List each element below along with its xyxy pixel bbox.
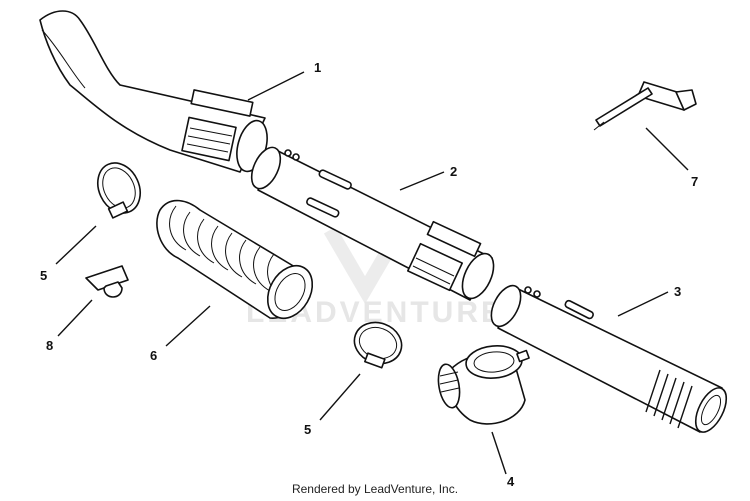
callout-6: 6 bbox=[150, 348, 157, 363]
part-6-bellows-hose bbox=[156, 199, 314, 320]
part-5-clamp-upper bbox=[97, 162, 141, 219]
part-4-elbow bbox=[437, 345, 530, 425]
part-5-clamp-lower bbox=[353, 321, 403, 369]
callout-7: 7 bbox=[691, 174, 698, 189]
callout-5-lower: 5 bbox=[304, 422, 311, 437]
part-8-clip bbox=[85, 265, 129, 298]
footer-credit: Rendered by LeadVenture, Inc. bbox=[291, 482, 459, 496]
callout-5-upper: 5 bbox=[40, 268, 47, 283]
part-2-middle-tube bbox=[250, 146, 495, 301]
callout-4: 4 bbox=[507, 474, 515, 489]
part-3-lower-tube bbox=[490, 284, 728, 433]
callout-2: 2 bbox=[450, 164, 457, 179]
leader-lines bbox=[55, 71, 689, 475]
part-1-upper-tube bbox=[39, 10, 268, 173]
part-7-t-wrench bbox=[593, 81, 697, 131]
callout-1: 1 bbox=[314, 60, 321, 75]
callout-3: 3 bbox=[674, 284, 681, 299]
callout-8: 8 bbox=[46, 338, 53, 353]
